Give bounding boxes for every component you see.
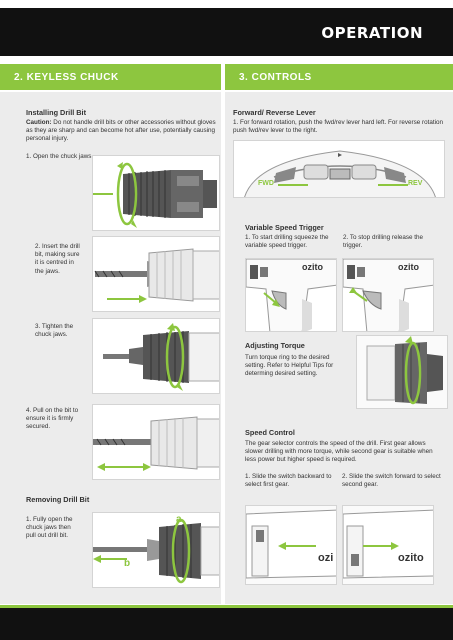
fwd-rev-lever-image bbox=[233, 140, 445, 198]
forward-reverse-heading: Forward/ Reverse Lever bbox=[233, 108, 316, 117]
caution-text: Caution: Do not handle drill bits or oth… bbox=[26, 119, 216, 144]
install-step-1: 1. Open the chuck jaws. bbox=[26, 153, 94, 160]
operation-banner bbox=[0, 8, 453, 56]
brand-logo-1: ozito bbox=[302, 262, 323, 272]
speed-step-1: 1. Slide the switch backward to select f… bbox=[245, 473, 332, 489]
brand-logo-2: ozito bbox=[398, 262, 419, 272]
rev-arrow bbox=[378, 184, 408, 186]
variable-speed-heading: Variable Speed Trigger bbox=[245, 223, 324, 232]
trigger-step-2: 2. To stop drilling release the trigger. bbox=[343, 234, 424, 250]
trigger-squeeze-image bbox=[245, 258, 337, 332]
remove-bit-image bbox=[92, 512, 220, 588]
torque-text: Turn torque ring to the desired setting.… bbox=[245, 354, 334, 378]
second-gear-image bbox=[342, 505, 434, 585]
insert-bit-image bbox=[92, 236, 220, 312]
page-title: OPERATION bbox=[321, 24, 423, 42]
install-step-3: 3. Tighten the chuck jaws. bbox=[35, 323, 74, 339]
fwd-label: FWD bbox=[258, 180, 274, 187]
brand-logo-3: ozi bbox=[318, 552, 334, 564]
trigger-release-image bbox=[342, 258, 434, 332]
trigger-step-1: 1. To start drilling squeeze the variabl… bbox=[245, 234, 329, 250]
forward-reverse-text: 1. For forward rotation, push the fwd/re… bbox=[233, 119, 443, 135]
chuck-open-image bbox=[92, 155, 220, 231]
section-header-controls: 3. CONTROLS bbox=[225, 64, 453, 90]
first-gear-image bbox=[245, 505, 337, 585]
install-step-4: 4. Pull on the bit to ensure it is firml… bbox=[26, 407, 79, 431]
tighten-chuck-image bbox=[92, 318, 220, 394]
removing-heading: Removing Drill Bit bbox=[26, 495, 90, 504]
speed-control-text: The gear selector controls the speed of … bbox=[245, 440, 433, 464]
speed-step-2: 2. Slide the switch forward to select se… bbox=[342, 473, 441, 489]
torque-ring-image bbox=[356, 335, 448, 409]
remove-step-1: 1. Fully open the chuck jaws then pull o… bbox=[26, 516, 73, 540]
section-header-keyless-chuck: 2. KEYLESS CHUCK bbox=[0, 64, 221, 90]
remove-label-a: a bbox=[176, 514, 182, 525]
brand-logo-4: ozito bbox=[398, 552, 424, 564]
install-step-2: 2. Insert the drill bit, making sure it … bbox=[35, 243, 80, 275]
footer-bar bbox=[0, 606, 453, 640]
rev-label: REV bbox=[408, 180, 423, 187]
fwd-arrow bbox=[278, 184, 308, 186]
torque-heading: Adjusting Torque bbox=[245, 341, 305, 350]
remove-label-b: b bbox=[124, 558, 131, 569]
footer-stripe bbox=[0, 605, 453, 608]
installing-heading: Installing Drill Bit bbox=[26, 108, 86, 117]
caution-body: Do not handle drill bits or other access… bbox=[26, 119, 216, 143]
speed-control-heading: Speed Control bbox=[245, 428, 295, 437]
caution-label: Caution: bbox=[26, 119, 52, 126]
pull-bit-image bbox=[92, 404, 220, 480]
